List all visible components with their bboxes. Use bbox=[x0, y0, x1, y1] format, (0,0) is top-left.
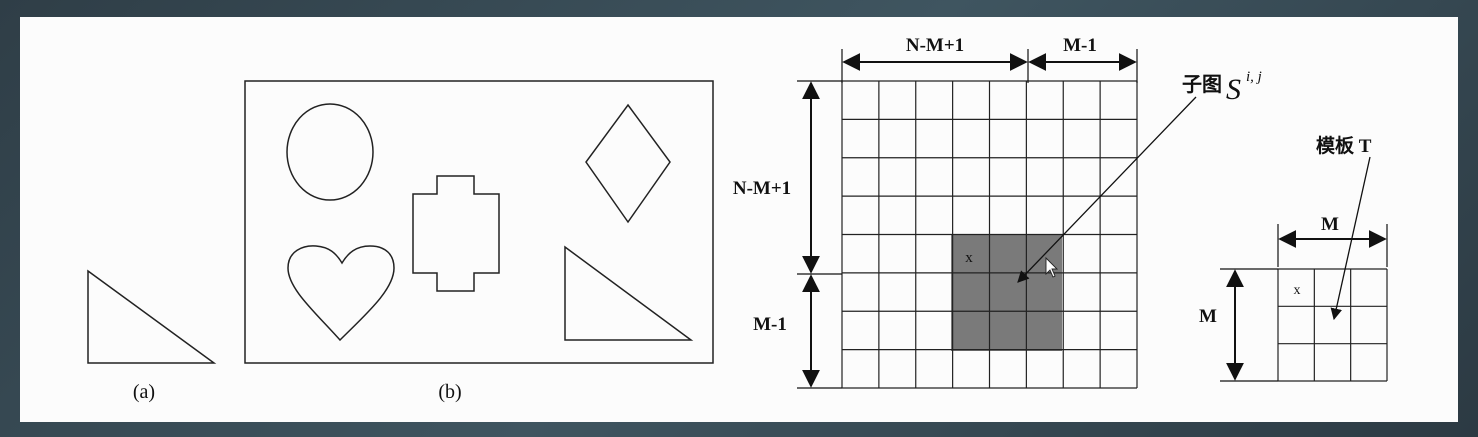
circle-shape bbox=[286, 103, 374, 201]
subimage-label-superscript: i, j bbox=[1246, 69, 1262, 85]
template-height-label: M bbox=[1199, 306, 1217, 327]
mouse-cursor-icon bbox=[1045, 256, 1059, 278]
diagram-svg: (a) (b) x N-M+1 M-1 N-M+1 M-1 子图 bbox=[87, 35, 1388, 403]
left-dimensions: N-M+1 M-1 bbox=[733, 80, 842, 389]
left-span-label-1: N-M+1 bbox=[733, 178, 791, 199]
subimage-pointer-arrow bbox=[1017, 96, 1197, 283]
top-span-label-1: N-M+1 bbox=[906, 35, 964, 56]
top-dimensions: N-M+1 M-1 bbox=[841, 35, 1138, 83]
template-label: 模板 T bbox=[1316, 134, 1372, 157]
template-dimensions: M M bbox=[1199, 214, 1388, 382]
left-span-label-2: M-1 bbox=[753, 314, 787, 335]
heart-shape bbox=[287, 245, 395, 342]
diamond-shape bbox=[585, 103, 671, 224]
template-grid: x bbox=[1277, 268, 1388, 382]
shaded-subimage bbox=[951, 235, 1062, 351]
subimage-callout: 子图 S i, j bbox=[1017, 69, 1262, 283]
panel-a: (a) bbox=[87, 269, 217, 403]
subimage-cell-mark: x bbox=[965, 250, 973, 266]
search-image: x bbox=[841, 80, 1138, 389]
template-width-label: M bbox=[1321, 214, 1339, 235]
subimage-label-symbol: S bbox=[1226, 73, 1241, 106]
template-cell-mark: x bbox=[1294, 283, 1301, 298]
diagram-canvas: (a) (b) x N-M+1 M-1 N-M+1 M-1 子图 bbox=[20, 17, 1458, 422]
panel-b: (b) bbox=[244, 80, 714, 403]
search-grid bbox=[841, 80, 1138, 389]
subimage-label-prefix: 子图 bbox=[1182, 73, 1222, 96]
cross-shape bbox=[412, 175, 500, 292]
label-a: (a) bbox=[133, 381, 155, 403]
panel-b-frame bbox=[244, 80, 714, 364]
top-span-label-2: M-1 bbox=[1063, 35, 1097, 56]
triangle-shape-b bbox=[564, 245, 694, 341]
label-b: (b) bbox=[438, 381, 461, 403]
triangle-shape-a bbox=[87, 269, 217, 364]
